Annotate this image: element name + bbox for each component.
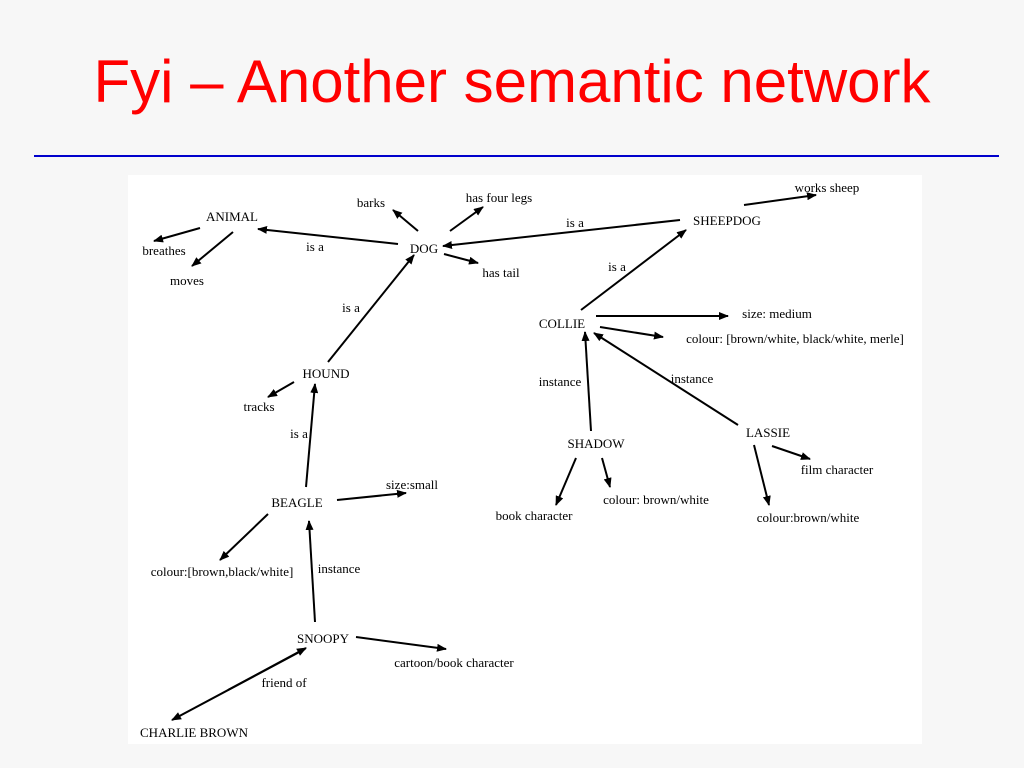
node-lassie: LASSIE [745, 425, 791, 440]
arrow-snoopy-beagle [305, 520, 316, 623]
edge-label-beagle-hound: is a [290, 426, 308, 441]
node-hound: HOUND [302, 366, 350, 381]
node-colour-lassie: colour:brown/white [756, 510, 860, 525]
arrow-dog-has-tail [443, 253, 479, 265]
node-has-four-legs: has four legs [465, 190, 533, 205]
node-size-medium: size: medium [742, 306, 812, 321]
arrow-sheepdog-dog [442, 219, 681, 249]
edge-label-sheepdog-dog: is a [566, 215, 584, 230]
arrow-shadow-colour [601, 457, 612, 488]
arrow-charlie-snoopy [227, 647, 307, 691]
arrow-dog-animal [257, 225, 399, 245]
node-animal: ANIMAL [206, 209, 258, 224]
semantic-network-diagram: ANIMAL breathes moves barks has four leg… [128, 175, 922, 744]
arrow-animal-moves [191, 231, 234, 267]
node-colour-collie: colour: [brown/white, black/white, merle… [686, 331, 904, 346]
node-shadow: SHADOW [567, 436, 625, 451]
arrow-dog-has-four-legs [449, 206, 484, 232]
arrow-dog-barks [392, 209, 419, 232]
edge-label-shadow-collie: instance [538, 374, 582, 389]
node-sheepdog: SHEEPDOG [693, 213, 761, 228]
node-book-character: book character [495, 508, 573, 523]
arrow-lassie-colour [753, 444, 771, 506]
edge-label-snoopy-beagle: instance [317, 561, 361, 576]
node-breathes: breathes [142, 243, 186, 258]
arrow-beagle-hound [305, 383, 319, 488]
slide-title: Fyi – Another semantic network [93, 48, 931, 115]
arrow-hound-tracks [267, 381, 295, 398]
node-colour-shadow: colour: brown/white [603, 492, 709, 507]
node-beagle: BEAGLE [271, 495, 323, 510]
node-dog: DOG [409, 241, 439, 256]
arrow-animal-breathes [153, 227, 201, 243]
edge-label-collie-sheepdog: is a [608, 259, 626, 274]
arrow-lassie-film-character [771, 445, 811, 460]
edge-label-snoopy-charlie: friend of [261, 675, 307, 690]
node-has-tail: has tail [482, 265, 520, 280]
node-moves: moves [170, 273, 204, 288]
arrow-beagle-size [336, 489, 407, 501]
arrow-lassie-collie [593, 332, 739, 426]
arrow-collie-sheepdog [580, 229, 687, 311]
node-works-sheep: works sheep [794, 180, 860, 195]
node-barks: barks [356, 195, 386, 210]
arrow-collie-colour [599, 326, 664, 340]
arrow-sheepdog-works-sheep [743, 192, 817, 206]
arrow-shadow-collie [581, 331, 592, 432]
diagram-arrows [153, 192, 817, 721]
arrow-snoopy-cartoon [355, 636, 447, 652]
arrow-hound-dog [327, 254, 415, 363]
arrow-shadow-book-character [555, 457, 577, 506]
node-tracks: tracks [243, 399, 275, 414]
title-divider [34, 155, 999, 157]
node-size-small: size:small [386, 477, 438, 492]
node-charlie-brown: CHARLIE BROWN [140, 725, 248, 740]
node-film-character: film character [800, 462, 874, 477]
edge-label-lassie-collie: instance [670, 371, 714, 386]
node-snoopy: SNOOPY [296, 631, 350, 646]
node-cartoon-book-character: cartoon/book character [394, 655, 514, 670]
arrow-beagle-colour [219, 513, 269, 561]
edge-label-hound-dog: is a [342, 300, 360, 315]
node-colour-beagle: colour:[brown,black/white] [150, 564, 294, 579]
node-collie: COLLIE [538, 316, 586, 331]
edge-label-dog-animal: is a [306, 239, 324, 254]
